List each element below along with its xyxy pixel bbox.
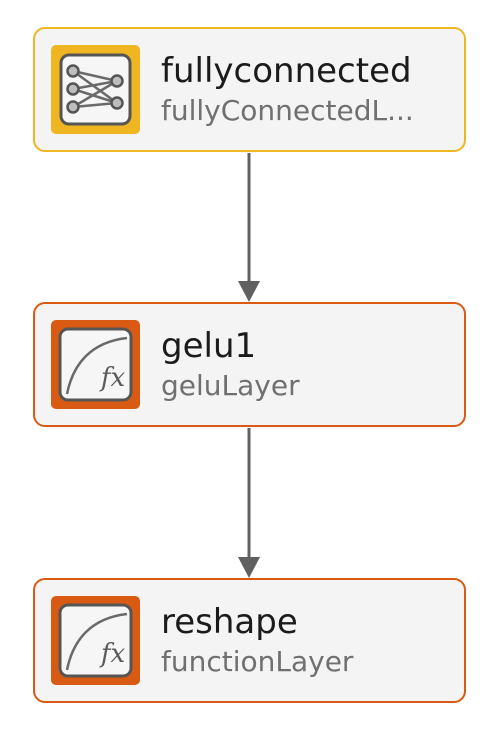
- layer-node-fullyconnected[interactable]: fullyconnected fullyConnectedL...: [33, 27, 466, 152]
- fully-connected-network-icon: [51, 45, 140, 134]
- svg-text:fx: fx: [99, 363, 126, 393]
- layer-name: gelu1: [161, 326, 257, 366]
- svg-text:fx: fx: [99, 639, 126, 669]
- arrowhead-icon: [238, 281, 260, 302]
- arrowhead-icon: [238, 557, 260, 578]
- layer-name: reshape: [161, 602, 298, 642]
- function-fx-icon: fx: [51, 320, 140, 409]
- edge-fullyconnected-to-gelu1[interactable]: [238, 153, 260, 302]
- layer-node-gelu1[interactable]: fx gelu1 geluLayer: [33, 302, 466, 427]
- layer-type: fullyConnectedL...: [161, 94, 414, 127]
- layer-name: fullyconnected: [161, 51, 412, 91]
- layer-type: geluLayer: [161, 369, 300, 402]
- edge-gelu1-to-reshape[interactable]: [238, 428, 260, 578]
- layer-node-reshape[interactable]: fx reshape functionLayer: [33, 578, 466, 703]
- layer-type: functionLayer: [161, 645, 354, 678]
- function-fx-icon: fx: [51, 596, 140, 685]
